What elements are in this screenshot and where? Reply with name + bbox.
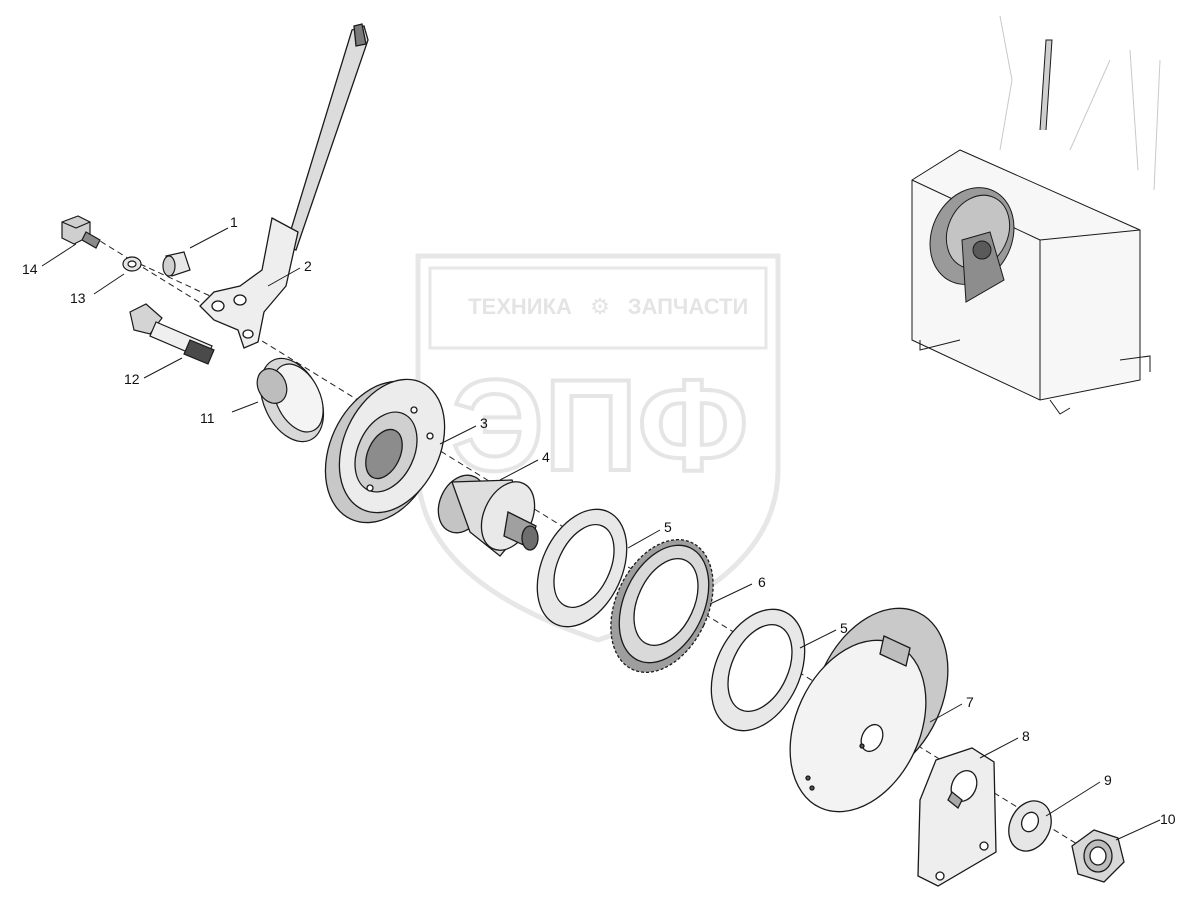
part-14-bolt	[61, 215, 101, 249]
part-10-nut	[1071, 829, 1125, 883]
callout-10: 10	[1160, 811, 1176, 827]
callout-2: 2	[304, 258, 312, 274]
callout-1: 1	[230, 214, 238, 230]
watermark-brand-right: ЗАПЧАСТИ	[628, 294, 749, 319]
callout-leaders	[41, 227, 1161, 841]
part-6-gear	[610, 538, 714, 674]
callout-14: 14	[22, 261, 38, 277]
watermark-logo-letters: ЭПФ	[452, 352, 749, 498]
callout-numbers: 1 2 3 4 5 6 5 7 8 9 10 11 12 13 14	[22, 214, 1176, 827]
callout-11: 11	[200, 410, 215, 426]
callout-5a: 5	[664, 519, 672, 535]
context-inset	[911, 15, 1161, 415]
part-13-washer	[122, 256, 142, 272]
callout-4: 4	[542, 449, 550, 465]
part-8-bracket	[917, 747, 997, 887]
part-7-drum	[789, 607, 949, 813]
part-11-cup	[256, 357, 325, 443]
part-5a-ring	[536, 508, 628, 628]
callout-9: 9	[1104, 772, 1112, 788]
watermark-brand-left: ТЕХНИКА	[468, 294, 572, 319]
callout-7: 7	[966, 694, 974, 710]
watermark-gear-icon: ⚙	[590, 294, 610, 319]
part-2-lever	[199, 23, 369, 349]
callout-8: 8	[1022, 728, 1030, 744]
callout-3: 3	[480, 415, 488, 431]
part-4-hub	[437, 474, 539, 557]
part-12-bolt	[129, 303, 215, 365]
part-5b-ring	[710, 608, 806, 732]
part-1-pin	[162, 251, 191, 277]
callout-6: 6	[758, 574, 766, 590]
callout-13: 13	[70, 290, 86, 306]
watermark: ТЕХНИКА ⚙ ЗАПЧАСТИ ЭПФ	[415, 253, 781, 643]
callout-5b: 5	[840, 620, 848, 636]
part-3-plate	[324, 378, 446, 524]
watermark-shield	[415, 253, 781, 643]
callout-12: 12	[124, 371, 140, 387]
part-9-tab-washer	[1008, 800, 1052, 852]
